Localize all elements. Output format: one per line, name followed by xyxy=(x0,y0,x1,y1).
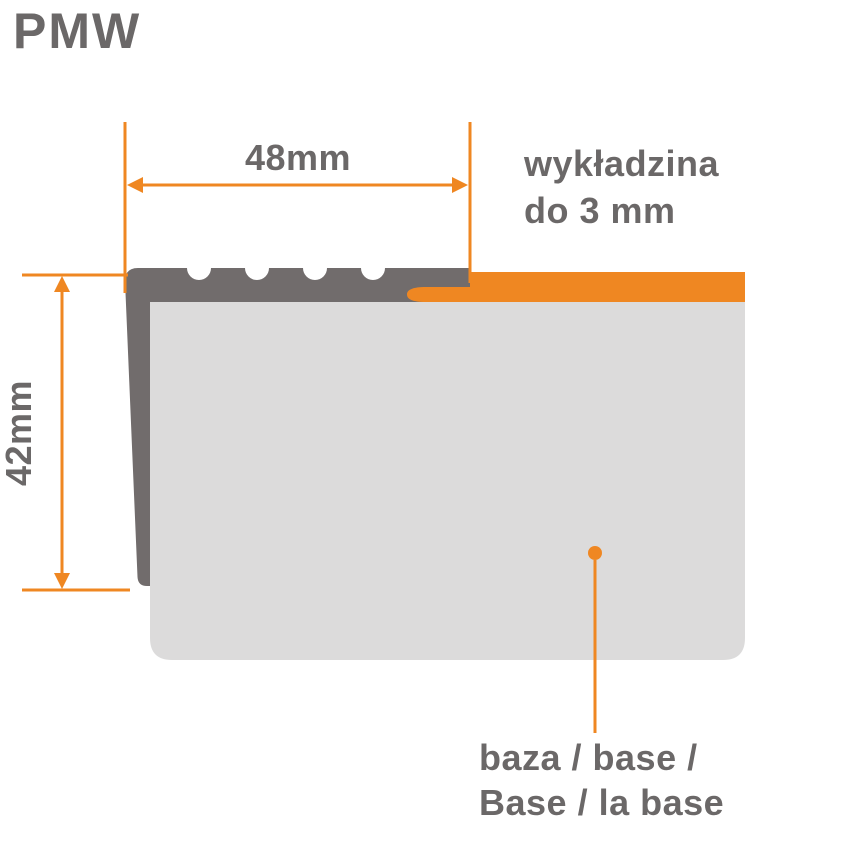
flooring-label-line1: wykładzina xyxy=(524,143,720,184)
height-dimension-label: 42mm xyxy=(0,379,39,487)
base-shape xyxy=(150,302,745,660)
page-title: PMW xyxy=(13,3,142,59)
width-dimension-label: 48mm xyxy=(244,137,352,178)
base-label-line1: baza / base / xyxy=(479,737,698,778)
flooring-label: wykładzina do 3 mm xyxy=(524,140,719,234)
height-dim-arrow-up xyxy=(54,276,70,292)
width-dim-arrow-right xyxy=(452,177,468,193)
flooring-label-line2: do 3 mm xyxy=(524,190,676,231)
callout-dot xyxy=(588,546,602,560)
base-label: baza / base / Base / la base xyxy=(479,735,724,825)
base-label-line2: Base / la base xyxy=(479,782,725,823)
height-dim-arrow-down xyxy=(54,573,70,589)
flooring-strip xyxy=(407,272,745,302)
width-dim-arrow-left xyxy=(127,177,143,193)
